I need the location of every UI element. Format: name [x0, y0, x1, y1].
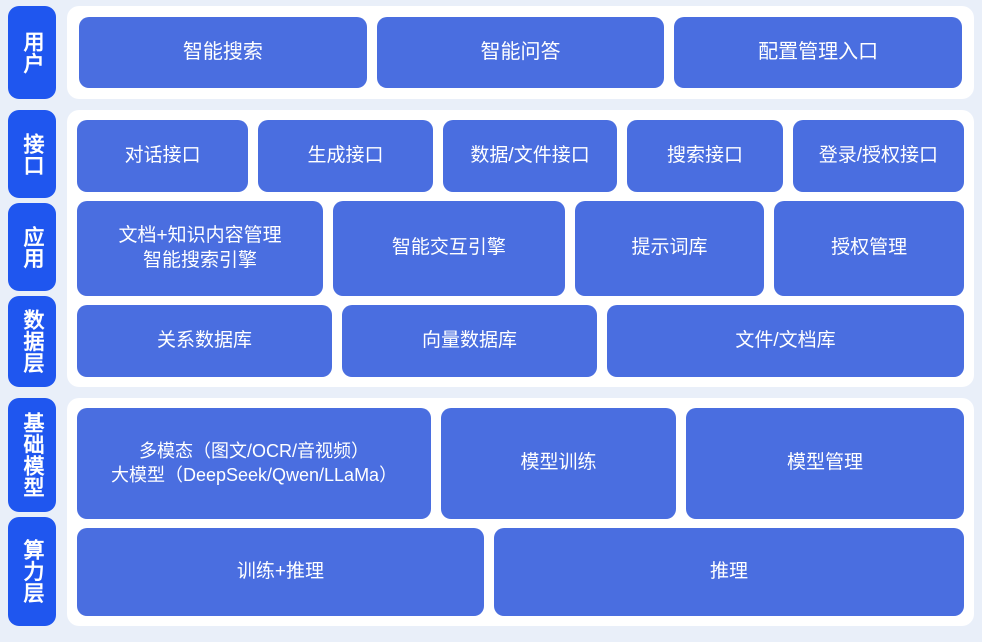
box-multimodal-large-model[interactable]: 多模态（图文/OCR/音视频） 大模型（DeepSeek/Qwen/LLaMa） [77, 408, 432, 520]
box-smart-qa[interactable]: 智能问答 [376, 17, 665, 88]
box-vector-database[interactable]: 向量数据库 [341, 305, 597, 377]
layer-tab-data[interactable]: 数据层 [8, 296, 56, 387]
box-dialog-api[interactable]: 对话接口 [77, 120, 249, 192]
box-authorization-management[interactable]: 授权管理 [774, 200, 964, 297]
box-search-api[interactable]: 搜索接口 [627, 120, 783, 192]
box-inference[interactable]: 推理 [493, 528, 964, 616]
layer-tab-compute[interactable]: 算力层 [8, 517, 56, 626]
row-application: 文档+知识内容管理 智能搜索引擎 智能交互引擎 提示词库 授权管理 [77, 200, 964, 297]
row-model: 多模态（图文/OCR/音视频） 大模型（DeepSeek/Qwen/LLaMa）… [77, 408, 964, 520]
box-relational-database[interactable]: 关系数据库 [77, 305, 332, 377]
box-model-management[interactable]: 模型管理 [685, 408, 964, 520]
box-smart-search[interactable]: 智能搜索 [79, 17, 367, 88]
box-smart-interaction-engine[interactable]: 智能交互引擎 [333, 200, 565, 297]
rail-middle: 接口 应用 数据层 [8, 110, 56, 387]
row-interface: 对话接口 生成接口 数据/文件接口 搜索接口 登录/授权接口 [77, 120, 964, 192]
band-middle: 接口 应用 数据层 对话接口 生成接口 数据/文件接口 搜索接口 登录/授权接口… [8, 110, 974, 387]
layer-tab-interface[interactable]: 接口 [8, 110, 56, 198]
box-training-and-inference[interactable]: 训练+推理 [77, 528, 484, 616]
box-login-auth-api[interactable]: 登录/授权接口 [792, 120, 964, 192]
box-model-training[interactable]: 模型训练 [441, 408, 676, 520]
card-middle: 对话接口 生成接口 数据/文件接口 搜索接口 登录/授权接口 文档+知识内容管理… [67, 110, 974, 387]
row-compute: 训练+推理 推理 [77, 528, 964, 616]
layer-tab-foundation-model[interactable]: 基础模型 [8, 398, 56, 512]
box-generation-api[interactable]: 生成接口 [258, 120, 433, 192]
box-prompt-library[interactable]: 提示词库 [574, 200, 765, 297]
card-foundation: 多模态（图文/OCR/音视频） 大模型（DeepSeek/Qwen/LLaMa）… [67, 398, 974, 626]
layer-tab-user[interactable]: 用户 [8, 6, 56, 99]
band-user: 用户 智能搜索 智能问答 配置管理入口 [8, 6, 974, 99]
layer-tab-application[interactable]: 应用 [8, 203, 56, 291]
box-doc-knowledge-management[interactable]: 文档+知识内容管理 智能搜索引擎 [77, 200, 324, 297]
rail-foundation: 基础模型 算力层 [8, 398, 56, 626]
row-data: 关系数据库 向量数据库 文件/文档库 [77, 305, 964, 377]
box-data-file-api[interactable]: 数据/文件接口 [442, 120, 618, 192]
card-user: 智能搜索 智能问答 配置管理入口 [67, 6, 974, 99]
row-user-entries: 智能搜索 智能问答 配置管理入口 [79, 17, 963, 88]
box-config-management-entry[interactable]: 配置管理入口 [674, 17, 963, 88]
rail-user: 用户 [8, 6, 56, 99]
box-file-document-store[interactable]: 文件/文档库 [606, 305, 964, 377]
band-foundation: 基础模型 算力层 多模态（图文/OCR/音视频） 大模型（DeepSeek/Qw… [8, 398, 974, 626]
